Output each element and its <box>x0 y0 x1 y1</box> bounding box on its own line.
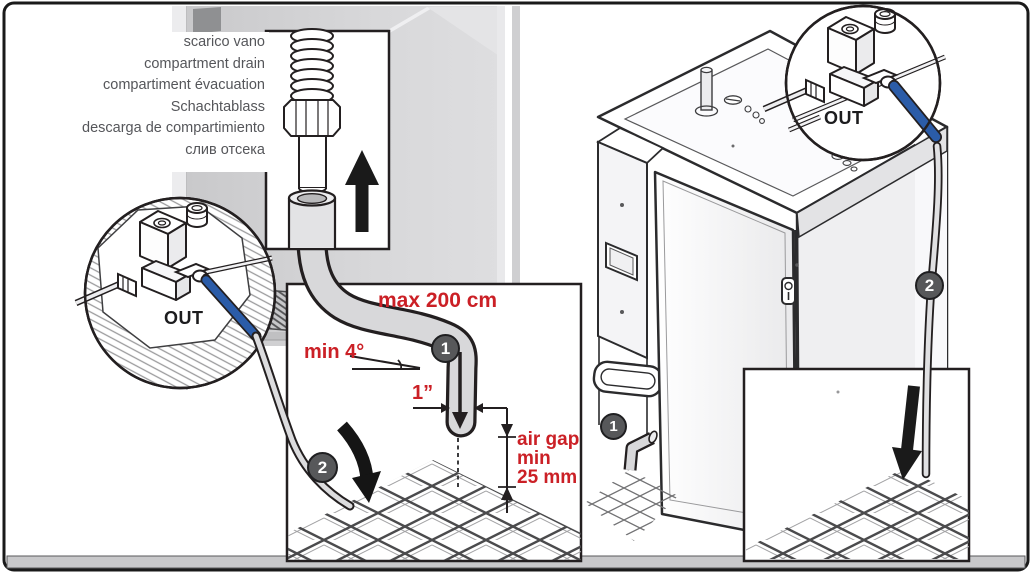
hose-end-pipe <box>298 135 327 194</box>
top-surface-fittings <box>694 66 858 172</box>
display-panel <box>605 241 638 282</box>
corrugated-hose <box>290 28 334 104</box>
drain-label-en: compartment drain <box>144 55 265 72</box>
air-gap-line1: air gap <box>517 429 580 450</box>
step-badge-1-detail-box: 1 <box>431 334 460 363</box>
drain-label-de: Schachtablass <box>170 98 265 115</box>
drain-hose-1 <box>296 228 478 438</box>
floor-drain-inset <box>742 367 971 563</box>
down-arrow-right <box>892 385 922 480</box>
hose-coupling-inset <box>264 28 391 251</box>
drain-label-it: scarico vano <box>183 34 265 50</box>
drain-label-es: descarga de compartimiento <box>82 120 265 136</box>
out-label-right: OUT <box>824 108 864 128</box>
air-gap-line2: min <box>517 448 551 469</box>
step-badge-1-machine: 1 <box>600 413 627 440</box>
standpipe <box>287 189 337 248</box>
drain-label-ru: слив отсека <box>185 141 265 158</box>
drain-label-fr: compartiment évacuation <box>103 77 265 93</box>
compartment-drain-label-block: scarico vano compartment drain compartim… <box>73 32 269 172</box>
air-gap-annotation: air gap min 25 mm <box>517 430 579 487</box>
min-slope-annotation: min 4° <box>304 341 365 363</box>
coupling-nut <box>283 99 341 137</box>
out-label-left: OUT <box>164 308 204 328</box>
pipe-diameter-annotation: 1” <box>412 382 434 404</box>
air-gap-line3: 25 mm <box>517 467 578 488</box>
right-valve-detail-circle <box>764 4 946 162</box>
door-latch <box>781 263 799 305</box>
pipe-diameter-dimension <box>413 403 483 413</box>
up-arrow <box>345 150 379 232</box>
left-valve-detail-circle <box>76 196 277 390</box>
step-badge-2-machine: 2 <box>915 271 944 300</box>
max-length-annotation: max 200 cm <box>378 289 498 312</box>
step-badge-2-detail-box: 2 <box>307 452 338 483</box>
machine-drain-elbow <box>585 430 678 541</box>
door-handle <box>592 360 664 398</box>
slope-angle-wedge <box>349 355 421 370</box>
